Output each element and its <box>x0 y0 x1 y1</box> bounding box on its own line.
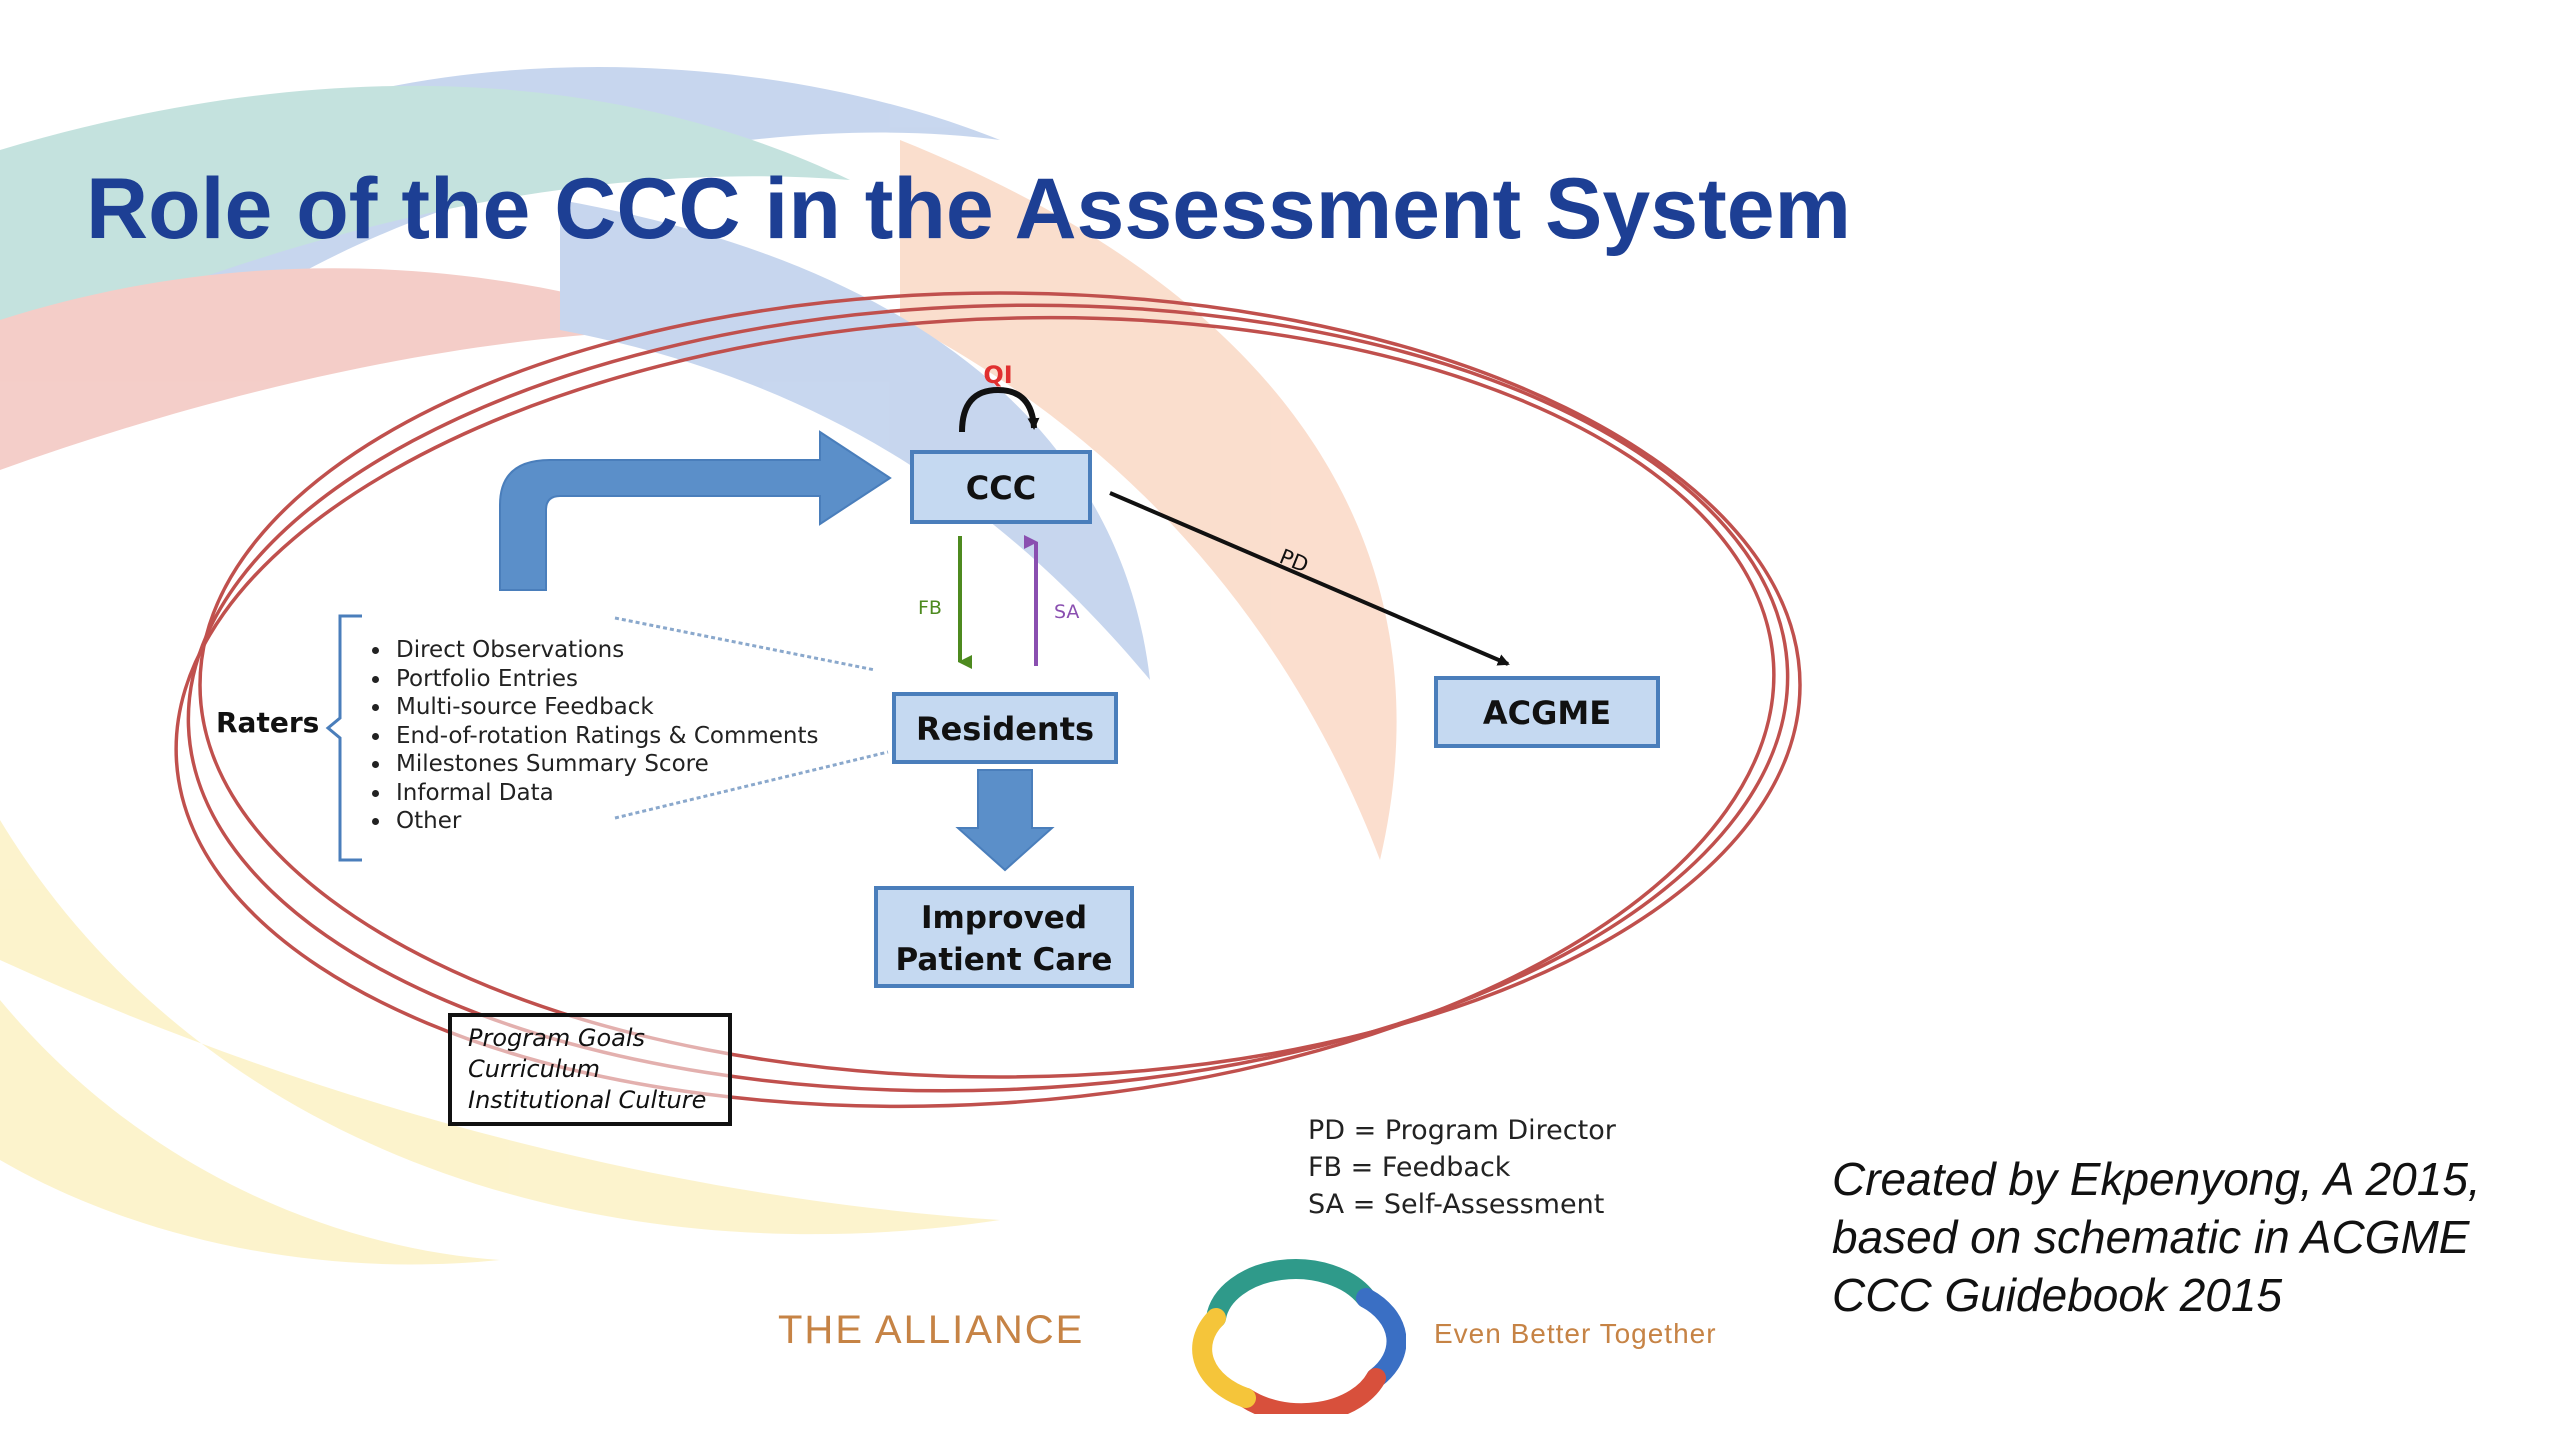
footer-alliance-text: THE ALLIANCE <box>778 1308 1085 1352</box>
qi-loop-arrow <box>959 386 1040 433</box>
credit-line-1: Created by Ekpenyong, A 2015, <box>1832 1153 2481 1205</box>
context-box: Program Goals Curriculum Institutional C… <box>448 1013 732 1126</box>
residents-node: Residents <box>892 692 1118 764</box>
context-ellipses <box>174 291 1802 1109</box>
qi-label: QI <box>983 361 1012 389</box>
pd-label: PD <box>1276 544 1312 577</box>
list-item: Milestones Summary Score <box>392 750 819 779</box>
legend-fb: FB = Feedback <box>1308 1152 1511 1183</box>
ccc-label: CCC <box>966 469 1036 507</box>
list-item: Other <box>392 807 819 836</box>
list-item: Multi-source Feedback <box>392 693 819 722</box>
raters-connector-bottom <box>614 750 889 820</box>
sa-label: SA <box>1054 601 1079 623</box>
legend-pd: PD = Program Director <box>1308 1115 1616 1146</box>
acgme-node: ACGME <box>1434 676 1660 748</box>
credit-note: Created by Ekpenyong, A 2015, based on s… <box>1832 1150 2481 1324</box>
footer-tagline: Even Better Together <box>1434 1318 1717 1349</box>
page-title: Role of the CCC in the Assessment System <box>86 161 1852 257</box>
list-item: Direct Observations <box>392 636 819 665</box>
improved-patient-care-line2: Patient Care <box>896 942 1113 978</box>
raters-label: Raters <box>216 706 320 739</box>
ccc-node: CCC <box>910 450 1092 524</box>
residents-to-care-arrow <box>955 769 1055 872</box>
fb-label: FB <box>918 597 942 619</box>
raters-list: Direct Observations Portfolio Entries Mu… <box>360 636 819 836</box>
list-item: End-of-rotation Ratings & Comments <box>392 722 819 751</box>
list-item: Portfolio Entries <box>392 665 819 694</box>
alliance-logo-icon <box>1192 1259 1406 1414</box>
residents-label: Residents <box>916 710 1094 748</box>
credit-line-3: CCC Guidebook 2015 <box>1832 1269 2283 1321</box>
improved-patient-care-node: Improved Patient Care <box>874 886 1134 988</box>
pd-arrow <box>1109 491 1510 666</box>
abbreviation-legend: PD = Program Director FB = Feedback SA =… <box>1308 1112 1616 1223</box>
context-program-goals: Program Goals <box>468 1024 645 1052</box>
legend-sa: SA = Self-Assessment <box>1308 1189 1605 1220</box>
raters-to-ccc-arrow <box>499 430 892 591</box>
context-curriculum: Curriculum <box>468 1055 601 1083</box>
raters-connector-top <box>614 616 876 672</box>
credit-line-2: based on schematic in ACGME <box>1832 1211 2470 1263</box>
context-institutional-culture: Institutional Culture <box>468 1086 707 1114</box>
list-item: Informal Data <box>392 779 819 808</box>
improved-patient-care-line1: Improved <box>921 900 1087 936</box>
raters-bracket <box>325 614 362 862</box>
acgme-label: ACGME <box>1483 694 1611 732</box>
